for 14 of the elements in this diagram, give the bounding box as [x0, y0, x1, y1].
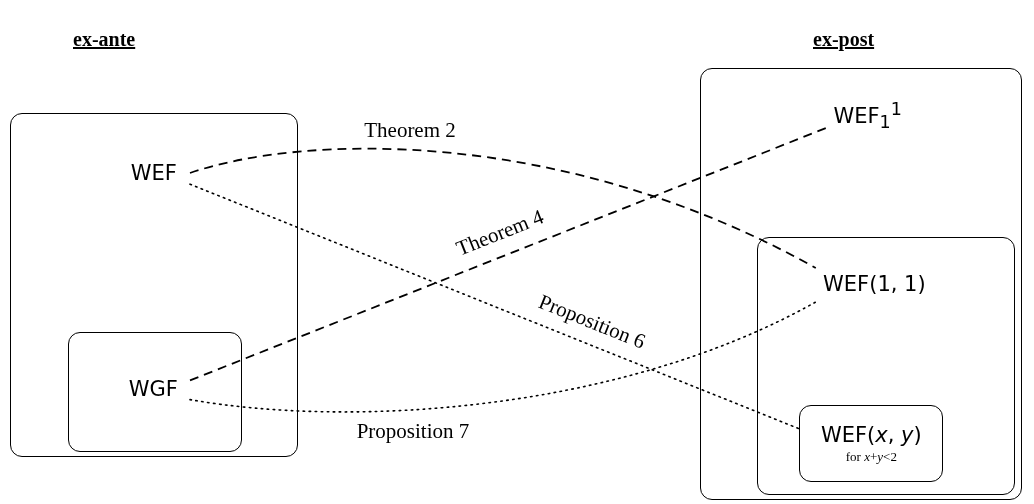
dotted-connector	[189, 183, 801, 430]
column-heading: ex-post	[813, 28, 875, 51]
dashed-connector	[189, 148, 817, 269]
dotted-connector	[189, 301, 817, 413]
group-box	[756, 236, 1015, 495]
column-heading: ex-ante	[73, 28, 136, 51]
formula-label: WGF	[117, 373, 190, 406]
dashed-connector	[189, 127, 827, 382]
group-box	[700, 68, 1022, 500]
group-box	[67, 331, 242, 452]
formula-label: WEF	[117, 156, 190, 189]
formula-label: WEF(1, 1)	[811, 267, 938, 302]
group-box	[10, 113, 298, 457]
formula-box: WEF(x, y) for x+y<2	[799, 405, 944, 483]
